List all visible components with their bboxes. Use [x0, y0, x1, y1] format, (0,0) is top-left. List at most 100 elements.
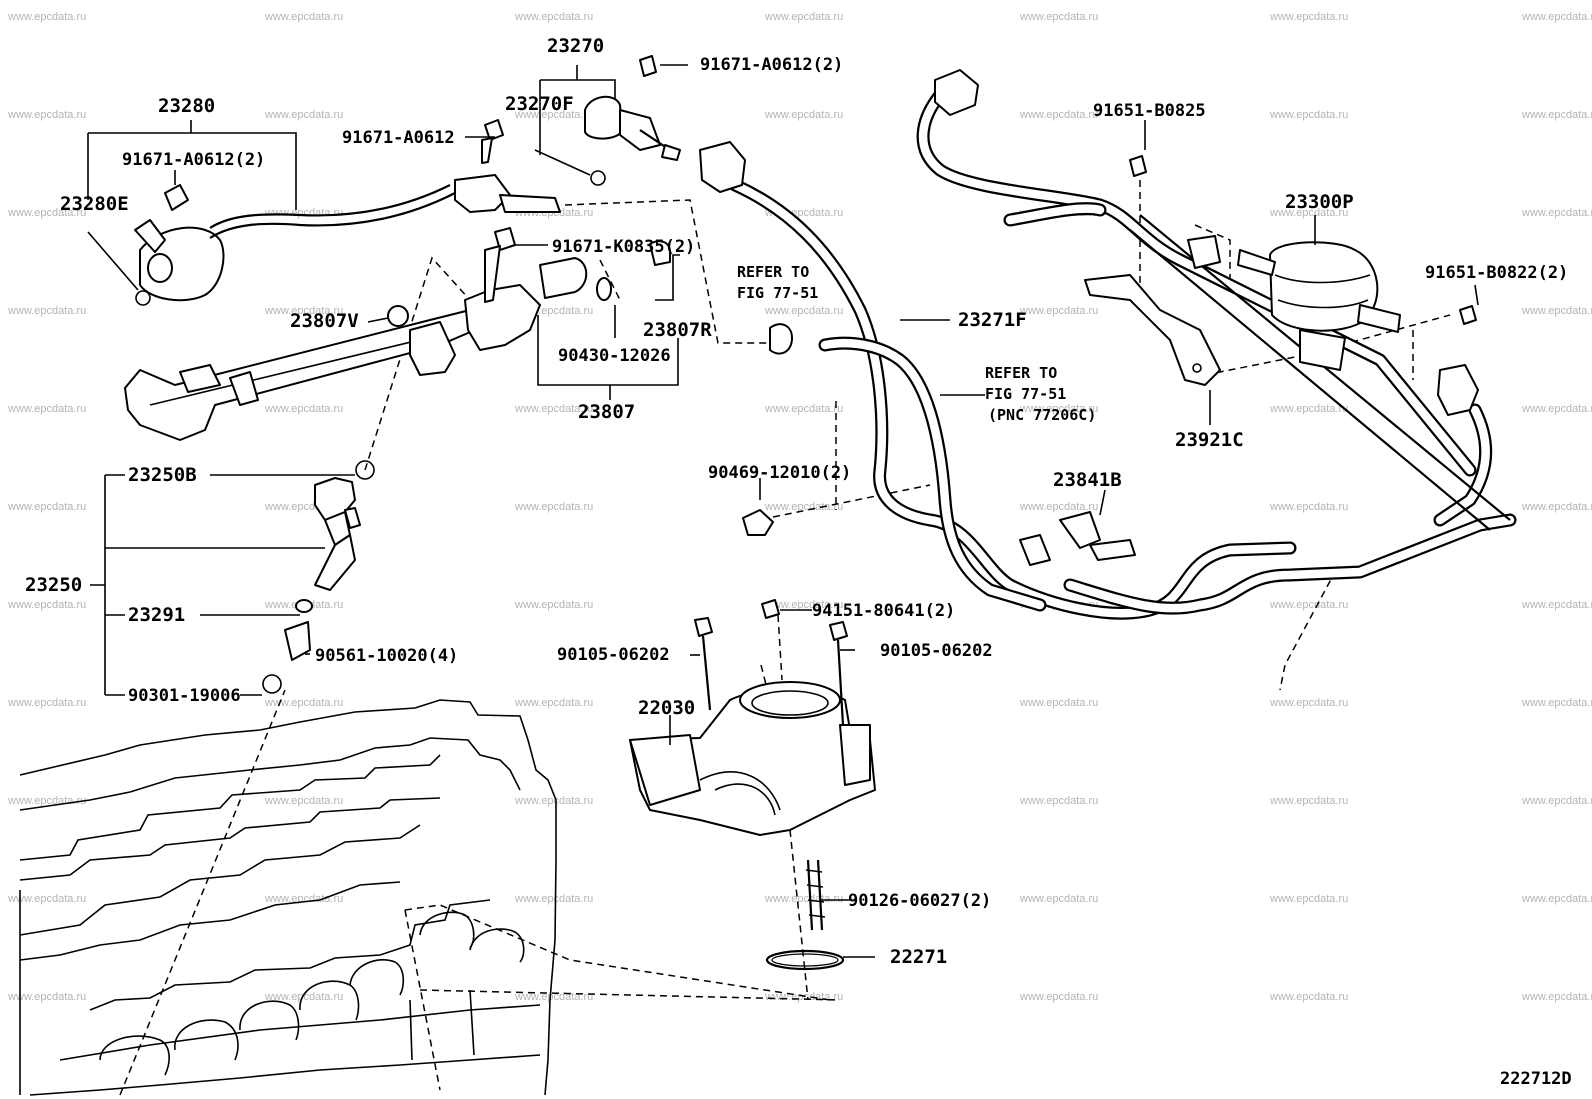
watermark-text: www.epcdata.ru	[1521, 697, 1592, 709]
watermark-text: www.epcdata.ru	[1269, 599, 1348, 611]
watermark-text: www.epcdata.ru	[1019, 11, 1098, 23]
watermark-text: www.epcdata.ru	[1269, 11, 1348, 23]
watermark-text: www.epcdata.ru	[7, 599, 86, 611]
watermark-text: www.epcdata.ru	[264, 305, 343, 317]
watermark-text: www.epcdata.ru	[1019, 795, 1098, 807]
watermark-text: www.epcdata.ru	[514, 795, 593, 807]
watermark-text: www.epcdata.ru	[1019, 991, 1098, 1003]
watermark-text: www.epcdata.ru	[1521, 893, 1592, 905]
label-91671-A0612-2-left: 91671-A0612(2)	[122, 150, 265, 170]
watermark-text: www.epcdata.ru	[1521, 403, 1592, 415]
refer-a-line1: REFER TO	[737, 263, 809, 281]
leader-lines	[87, 64, 1479, 958]
watermark-text: www.epcdata.ru	[764, 599, 843, 611]
label-22271: 22271	[890, 946, 947, 968]
label-23250B: 23250B	[128, 464, 197, 486]
bolt-91671-K0835-drawing	[481, 119, 516, 303]
label-23270F: 23270F	[505, 93, 574, 115]
watermark-text: www.epcdata.ru	[514, 991, 593, 1003]
watermark-text: www.epcdata.ru	[764, 501, 843, 513]
label-94151-80641-2: 94151-80641(2)	[812, 601, 955, 621]
watermark-text: www.epcdata.ru	[764, 109, 843, 121]
pressure-regulator-23280-drawing	[87, 174, 561, 306]
label-23807: 23807	[578, 401, 635, 423]
regulator-23270-drawing	[534, 55, 681, 186]
watermark-text: www.epcdata.ru	[1521, 109, 1592, 121]
watermark-text: www.epcdata.ru	[7, 109, 86, 121]
watermark-text: www.epcdata.ru	[1019, 305, 1098, 317]
watermark-text: www.epcdata.ru	[1521, 599, 1592, 611]
watermark-text: www.epcdata.ru	[264, 991, 343, 1003]
watermark-text: www.epcdata.ru	[264, 697, 343, 709]
watermark-text: www.epcdata.ru	[1269, 403, 1348, 415]
watermark-text: www.epcdata.ru	[7, 795, 86, 807]
label-23280E: 23280E	[60, 193, 129, 215]
label-90105-06202-left: 90105-06202	[557, 645, 670, 665]
throttle-body-22030-drawing	[629, 599, 876, 971]
label-90469-12010-2: 90469-12010(2)	[708, 463, 851, 483]
part-labels: 23270 91671-A0612(2) 23280 23270F 91671-…	[25, 35, 1572, 1089]
watermark-text: www.epcdata.ru	[1521, 501, 1592, 513]
watermark-text: www.epcdata.ru	[514, 11, 593, 23]
filter-23300P-drawing	[1084, 155, 1477, 386]
label-22030: 22030	[638, 697, 695, 719]
connectors-drawing	[699, 69, 1479, 566]
watermark-text: www.epcdata.ru	[1019, 697, 1098, 709]
label-91651-B0825: 91651-B0825	[1093, 101, 1206, 121]
watermark-text: www.epcdata.ru	[514, 109, 593, 121]
watermark-text: www.epcdata.ru	[1521, 991, 1592, 1003]
watermark-text: www.epcdata.ru	[7, 207, 86, 219]
fuel-rail-23807-drawing	[124, 240, 671, 441]
label-23300P: 23300P	[1285, 191, 1354, 213]
watermark-text: www.epcdata.ru	[1019, 403, 1098, 415]
watermark-text: www.epcdata.ru	[264, 11, 343, 23]
watermark-text: www.epcdata.ru	[1521, 795, 1592, 807]
watermark-text: www.epcdata.ru	[264, 207, 343, 219]
watermark-text: www.epcdata.ru	[764, 305, 843, 317]
watermark-text: www.epcdata.ru	[514, 599, 593, 611]
refer-b-line3: (PNC 77206C)	[988, 406, 1096, 424]
watermark-text: www.epcdata.ru	[1269, 207, 1348, 219]
label-90430-12026: 90430-12026	[558, 346, 671, 366]
watermark-text: www.epcdata.ru	[1521, 305, 1592, 317]
watermark-text: www.epcdata.ru	[1269, 109, 1348, 121]
label-23807R: 23807R	[643, 319, 712, 341]
refer-b-line2: FIG 77-51	[985, 385, 1066, 403]
watermark-text: www.epcdata.ru	[1269, 991, 1348, 1003]
watermark-text: www.epcdata.ru	[7, 305, 86, 317]
label-23270: 23270	[547, 35, 604, 57]
fuel-hoses-drawing	[728, 88, 1517, 620]
watermark-text: www.epcdata.ru	[764, 403, 843, 415]
watermark-text: www.epcdata.ru	[1269, 893, 1348, 905]
watermark-text: www.epcdata.ru	[7, 501, 86, 513]
watermark-text: www.epcdata.ru	[264, 109, 343, 121]
label-23280: 23280	[158, 95, 215, 117]
watermark-text: www.epcdata.ru	[1019, 893, 1098, 905]
watermark-text: www.epcdata.ru	[7, 697, 86, 709]
label-91671-K0835-2: 91671-K0835(2)	[552, 237, 695, 257]
injector-23250-drawing	[262, 460, 375, 694]
label-90126-06027-2: 90126-06027(2)	[848, 891, 991, 911]
watermark-text: www.epcdata.ru	[7, 893, 86, 905]
figure-code: 222712D	[1500, 1069, 1572, 1089]
watermark-text: www.epcdata.ru	[764, 991, 843, 1003]
watermark-text: www.epcdata.ru	[514, 893, 593, 905]
watermark-text: www.epcdata.ru	[264, 893, 343, 905]
label-23841B: 23841B	[1053, 469, 1122, 491]
label-23271F: 23271F	[958, 309, 1027, 331]
watermark-text: www.epcdata.ru	[7, 991, 86, 1003]
watermark-text: www.epcdata.ru	[264, 795, 343, 807]
watermark-text: www.epcdata.ru	[514, 697, 593, 709]
label-23250: 23250	[25, 574, 82, 596]
refer-a-line2: FIG 77-51	[737, 284, 818, 302]
watermark-text: www.epcdata.ru	[1521, 11, 1592, 23]
watermark-text: www.epcdata.ru	[7, 403, 86, 415]
watermark-text: www.epcdata.ru	[1269, 697, 1348, 709]
label-91671-A0612-2-top: 91671-A0612(2)	[700, 55, 843, 75]
label-23291: 23291	[128, 604, 185, 626]
watermark-text: www.epcdata.ru	[764, 11, 843, 23]
label-90301-19006: 90301-19006	[128, 686, 241, 706]
watermark-text: www.epcdata.ru	[764, 893, 843, 905]
label-23921C: 23921C	[1175, 429, 1244, 451]
